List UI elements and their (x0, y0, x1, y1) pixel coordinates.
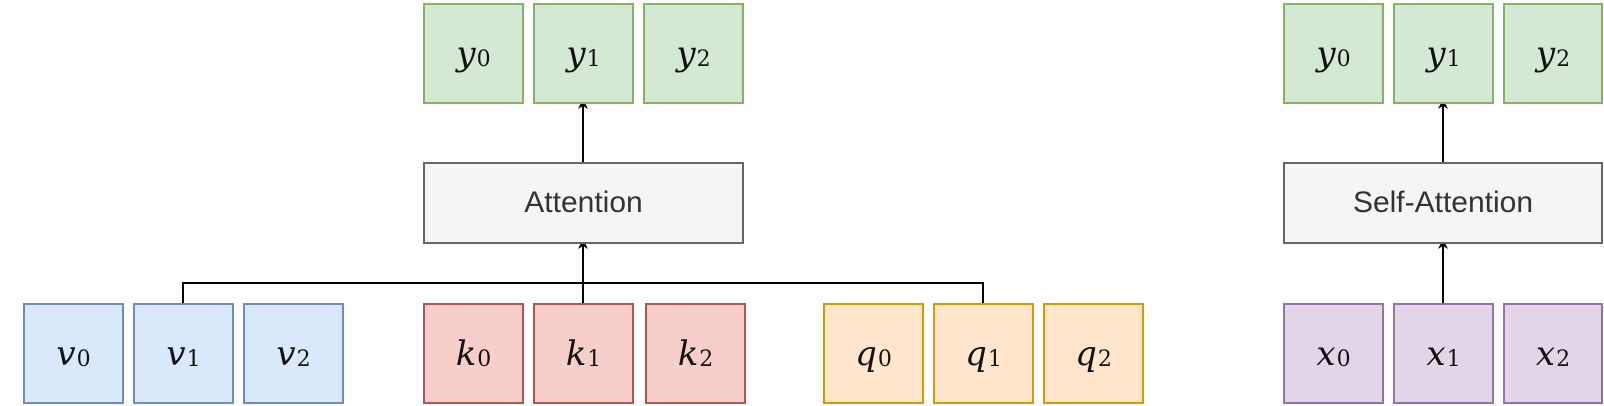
query-subscript: 2 (1097, 347, 1112, 372)
self-attention-label: Self-Attention (1352, 186, 1534, 219)
query-symbol: q (855, 333, 877, 374)
attention-block: Attention (423, 162, 744, 244)
key-symbol: k (455, 333, 477, 374)
self-attention-block: Self-Attention (1283, 162, 1603, 244)
input-symbol: x (1426, 333, 1446, 374)
output-subscript: 1 (1446, 47, 1461, 72)
output-subscript: 1 (586, 47, 601, 72)
input-subscript: 1 (1446, 347, 1461, 372)
input-subscript: 0 (1336, 347, 1351, 372)
value-symbol: v (166, 333, 186, 374)
key-subscript: 0 (477, 347, 492, 372)
input-symbol: x (1316, 333, 1336, 374)
output-subscript: 0 (1336, 47, 1351, 72)
key-subscript: 1 (587, 347, 602, 372)
output-symbol: y (1535, 33, 1556, 74)
attention-label: Attention (524, 186, 643, 219)
query-subscript: 0 (877, 347, 892, 372)
output-subscript: 2 (1556, 47, 1571, 72)
output-symbol: y (1316, 33, 1336, 74)
value-symbol: v (276, 333, 296, 374)
value-subscript: 0 (76, 347, 91, 372)
query-subscript: 1 (987, 347, 1002, 372)
value-subscript: 2 (296, 347, 311, 372)
input-subscript: 2 (1556, 347, 1571, 372)
output-symbol: y (566, 33, 586, 74)
key-subscript: 2 (699, 347, 714, 372)
value-symbol: v (56, 333, 76, 374)
output-symbol: y (456, 33, 476, 74)
output-subscript: 0 (476, 47, 491, 72)
query-symbol: q (965, 333, 987, 374)
value-subscript: 1 (186, 347, 201, 372)
key-symbol: k (565, 333, 587, 374)
output-symbol: y (676, 33, 696, 74)
output-symbol: y (1426, 33, 1446, 74)
key-symbol: k (677, 333, 699, 374)
query-symbol: q (1075, 333, 1097, 374)
output-subscript: 2 (696, 47, 711, 72)
input-symbol: x (1535, 333, 1556, 374)
